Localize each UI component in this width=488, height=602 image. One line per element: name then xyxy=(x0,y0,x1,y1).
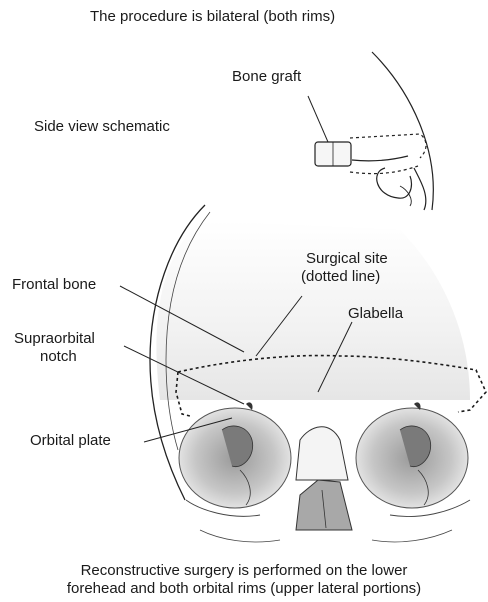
nasal-cavity xyxy=(296,480,352,530)
head-profile-line xyxy=(372,52,433,210)
supraorbital-label-2: notch xyxy=(40,348,77,366)
nasal-bones xyxy=(296,427,348,480)
header-text: The procedure is bilateral (both rims) xyxy=(90,8,335,26)
caption-line-2: forehead and both orbital rims (upper la… xyxy=(0,580,488,598)
surgical-site-label-1: Surgical site xyxy=(306,250,388,268)
side-view-head xyxy=(350,52,433,210)
graft-dashed-outline xyxy=(350,134,426,158)
brow-ridge xyxy=(352,156,408,161)
nose-side xyxy=(414,168,426,210)
glabella-label: Glabella xyxy=(348,305,403,323)
orbital-plate-label: Orbital plate xyxy=(30,432,111,450)
bone-graft-shape xyxy=(315,142,351,166)
surgical-site-label-2: (dotted line) xyxy=(301,268,380,286)
bone-graft-leader xyxy=(308,96,328,142)
frontal-bone-label: Frontal bone xyxy=(12,276,96,294)
side-view-title: Side view schematic xyxy=(34,118,170,136)
supraorbital-label-1: Supraorbital xyxy=(14,330,95,348)
forehead-region xyxy=(156,220,470,400)
bone-graft-label: Bone graft xyxy=(232,68,301,86)
caption-line-1: Reconstructive surgery is performed on t… xyxy=(0,562,488,580)
